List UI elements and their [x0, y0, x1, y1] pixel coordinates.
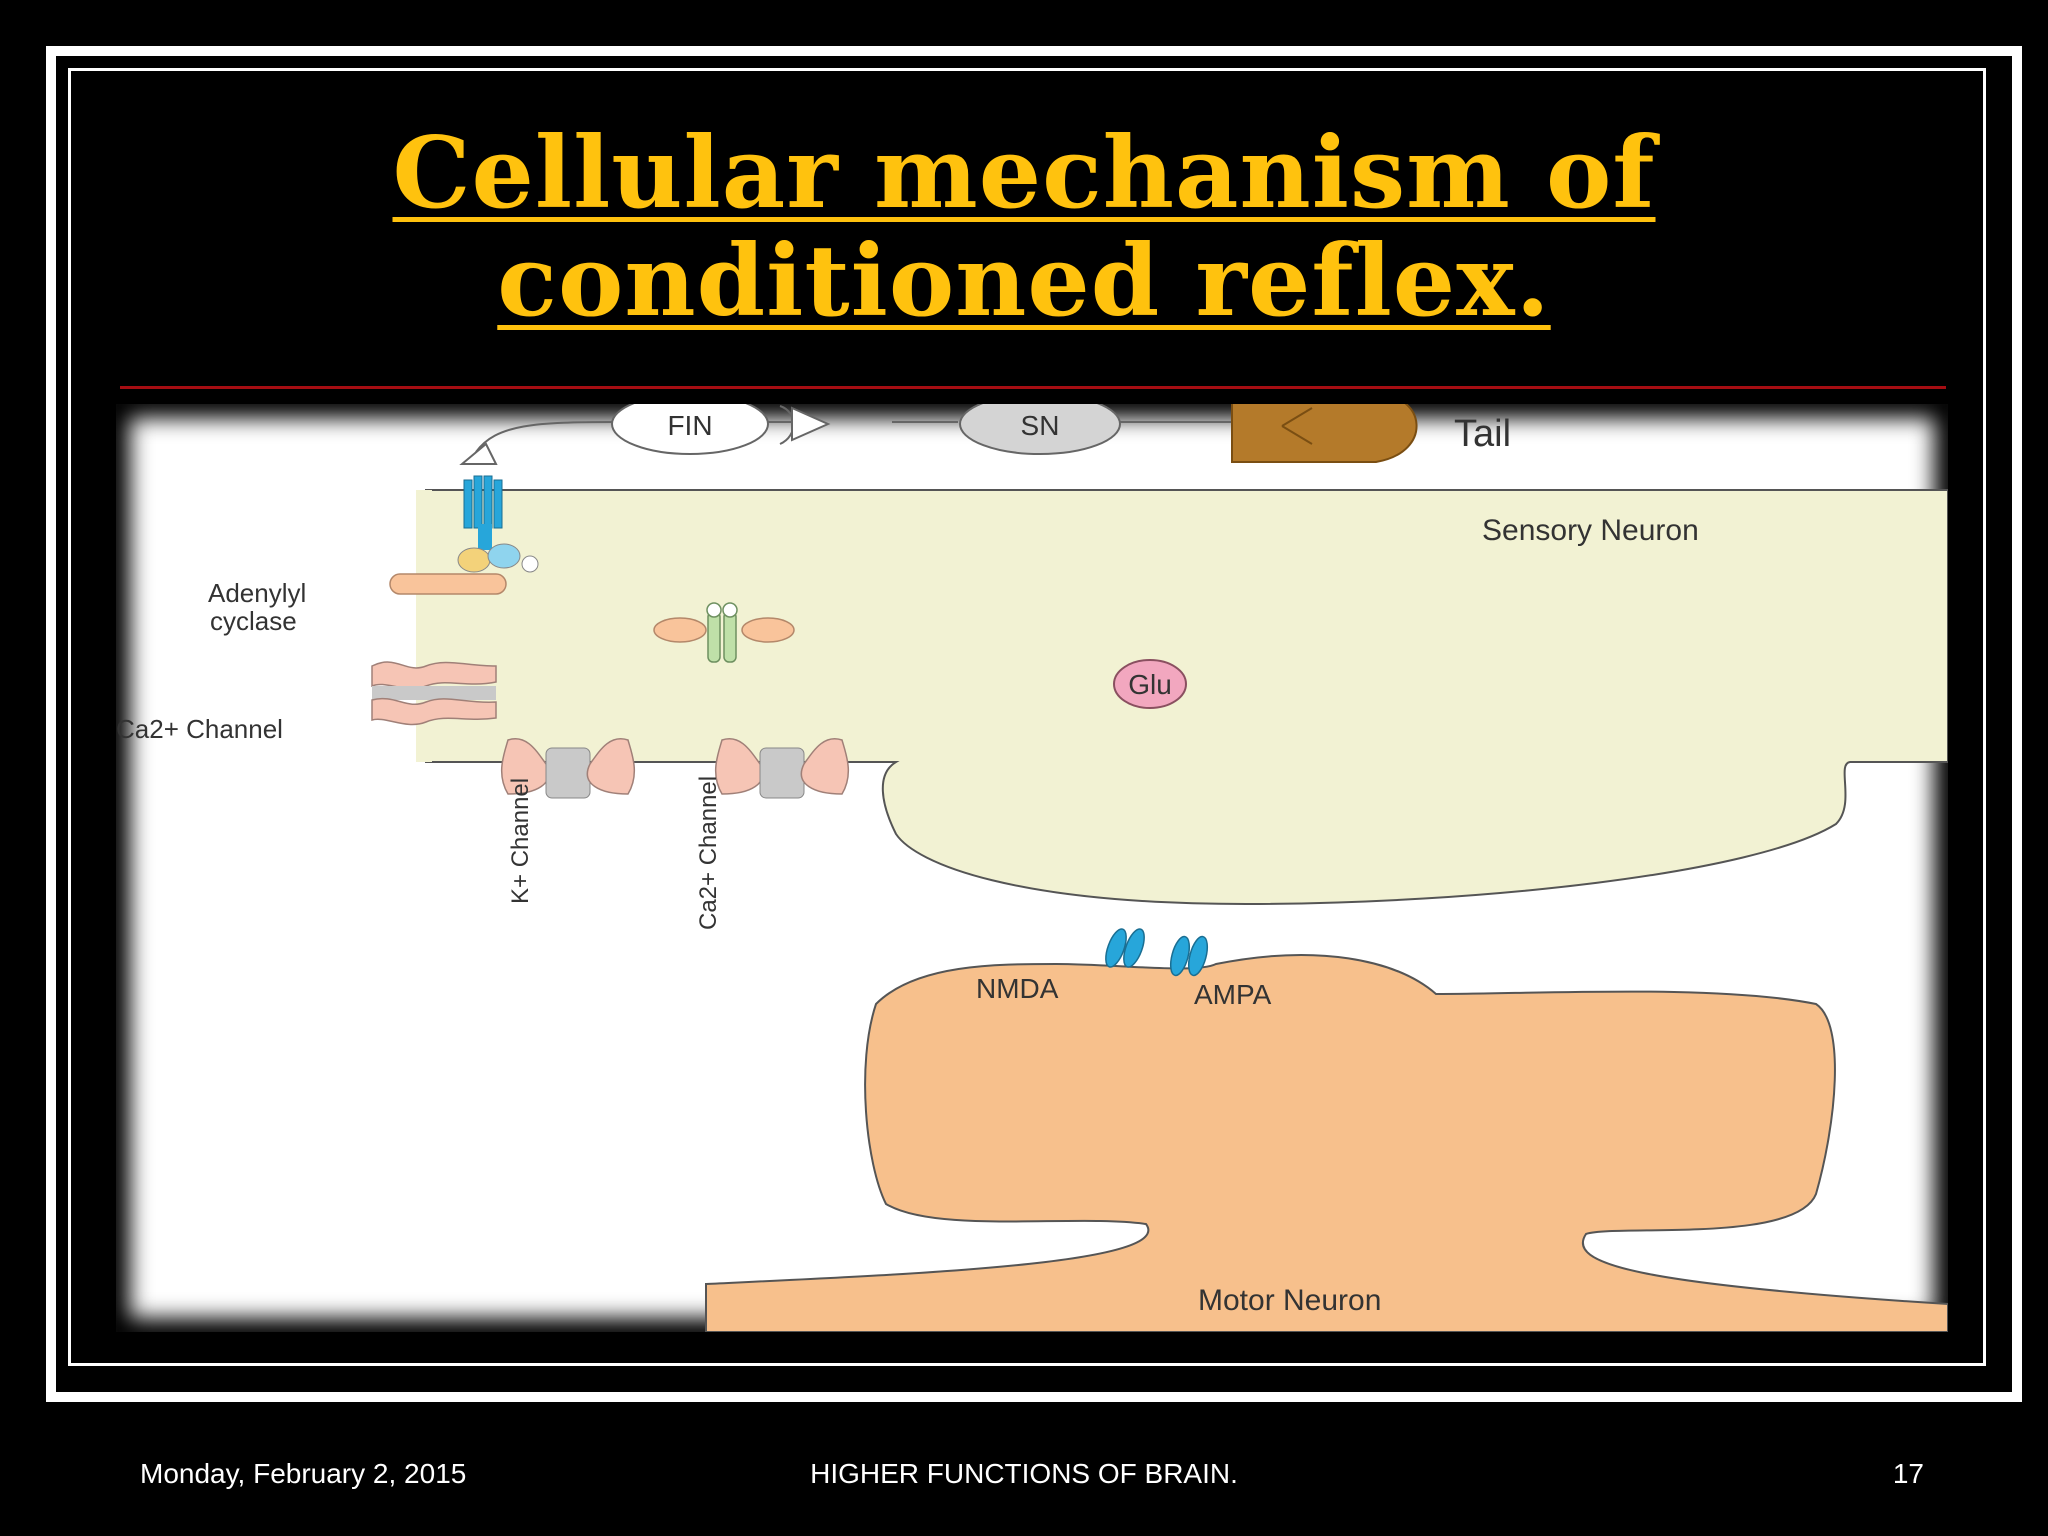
footer-title: HIGHER FUNCTIONS OF BRAIN.	[810, 1458, 1238, 1489]
motor-neuron-shape	[705, 954, 1948, 1332]
title-line-1: Cellular mechanism of	[392, 116, 1656, 231]
sn-label: SN	[1021, 410, 1060, 441]
slide-outer-frame	[46, 46, 2022, 1402]
ca-channel-mid-icon	[714, 737, 850, 799]
adenylyl-cyclase-shape	[389, 573, 507, 595]
sn-node	[959, 404, 1121, 455]
ampa-label: AMPA	[1194, 979, 1272, 1010]
ca-channel-left-icon	[371, 661, 497, 726]
adenylyl-label-line2: cyclase	[210, 606, 297, 636]
title-divider	[120, 386, 1946, 389]
adenylyl-label-line1: Adenylyl	[208, 578, 306, 608]
sensory-neuron-label: Sensory Neuron	[1482, 514, 1699, 547]
k-channel-icon	[500, 737, 636, 799]
diagram-image: FIN SN Tail Sensory Neuron Adenylyl cycl…	[116, 404, 1948, 1332]
ca-channel-left-label: Ca2+ Channel	[116, 714, 283, 744]
slide-title: Cellular mechanism of conditioned reflex…	[0, 120, 2048, 336]
receptor-cluster-icon	[457, 475, 539, 573]
nmda-label: NMDA	[976, 973, 1059, 1004]
ca-channel-vertical-label: Ca2+ Channel	[695, 776, 722, 930]
fin-node	[611, 404, 769, 455]
ampa-receptor-icon	[1169, 935, 1209, 977]
conditioned-reflex-diagram: FIN SN Tail Sensory Neuron Adenylyl cycl…	[116, 404, 1948, 1332]
footer-date: Monday, February 2, 2015	[140, 1458, 467, 1489]
slide-inner-frame	[68, 68, 1986, 1366]
motor-neuron-label: Motor Neuron	[1198, 1284, 1381, 1317]
title-line-2: conditioned reflex.	[497, 224, 1551, 339]
fin-label: FIN	[667, 410, 712, 441]
circuit-wire	[475, 421, 1246, 453]
glu-label: Glu	[1128, 669, 1172, 700]
glu-vesicle	[1113, 659, 1187, 709]
synapse-triangle-left	[459, 442, 498, 465]
tail-shape	[1231, 404, 1418, 463]
k-channel-label: K+ Channel	[507, 778, 534, 904]
membrane-receptor-icon	[653, 602, 795, 663]
sensory-neuron-shape	[425, 489, 1948, 906]
footer-page-number: 17	[1892, 1458, 1924, 1489]
synapse-triangle-right	[791, 406, 831, 442]
nmda-receptor-icon	[1105, 928, 1145, 968]
tail-label: Tail	[1454, 413, 1511, 455]
